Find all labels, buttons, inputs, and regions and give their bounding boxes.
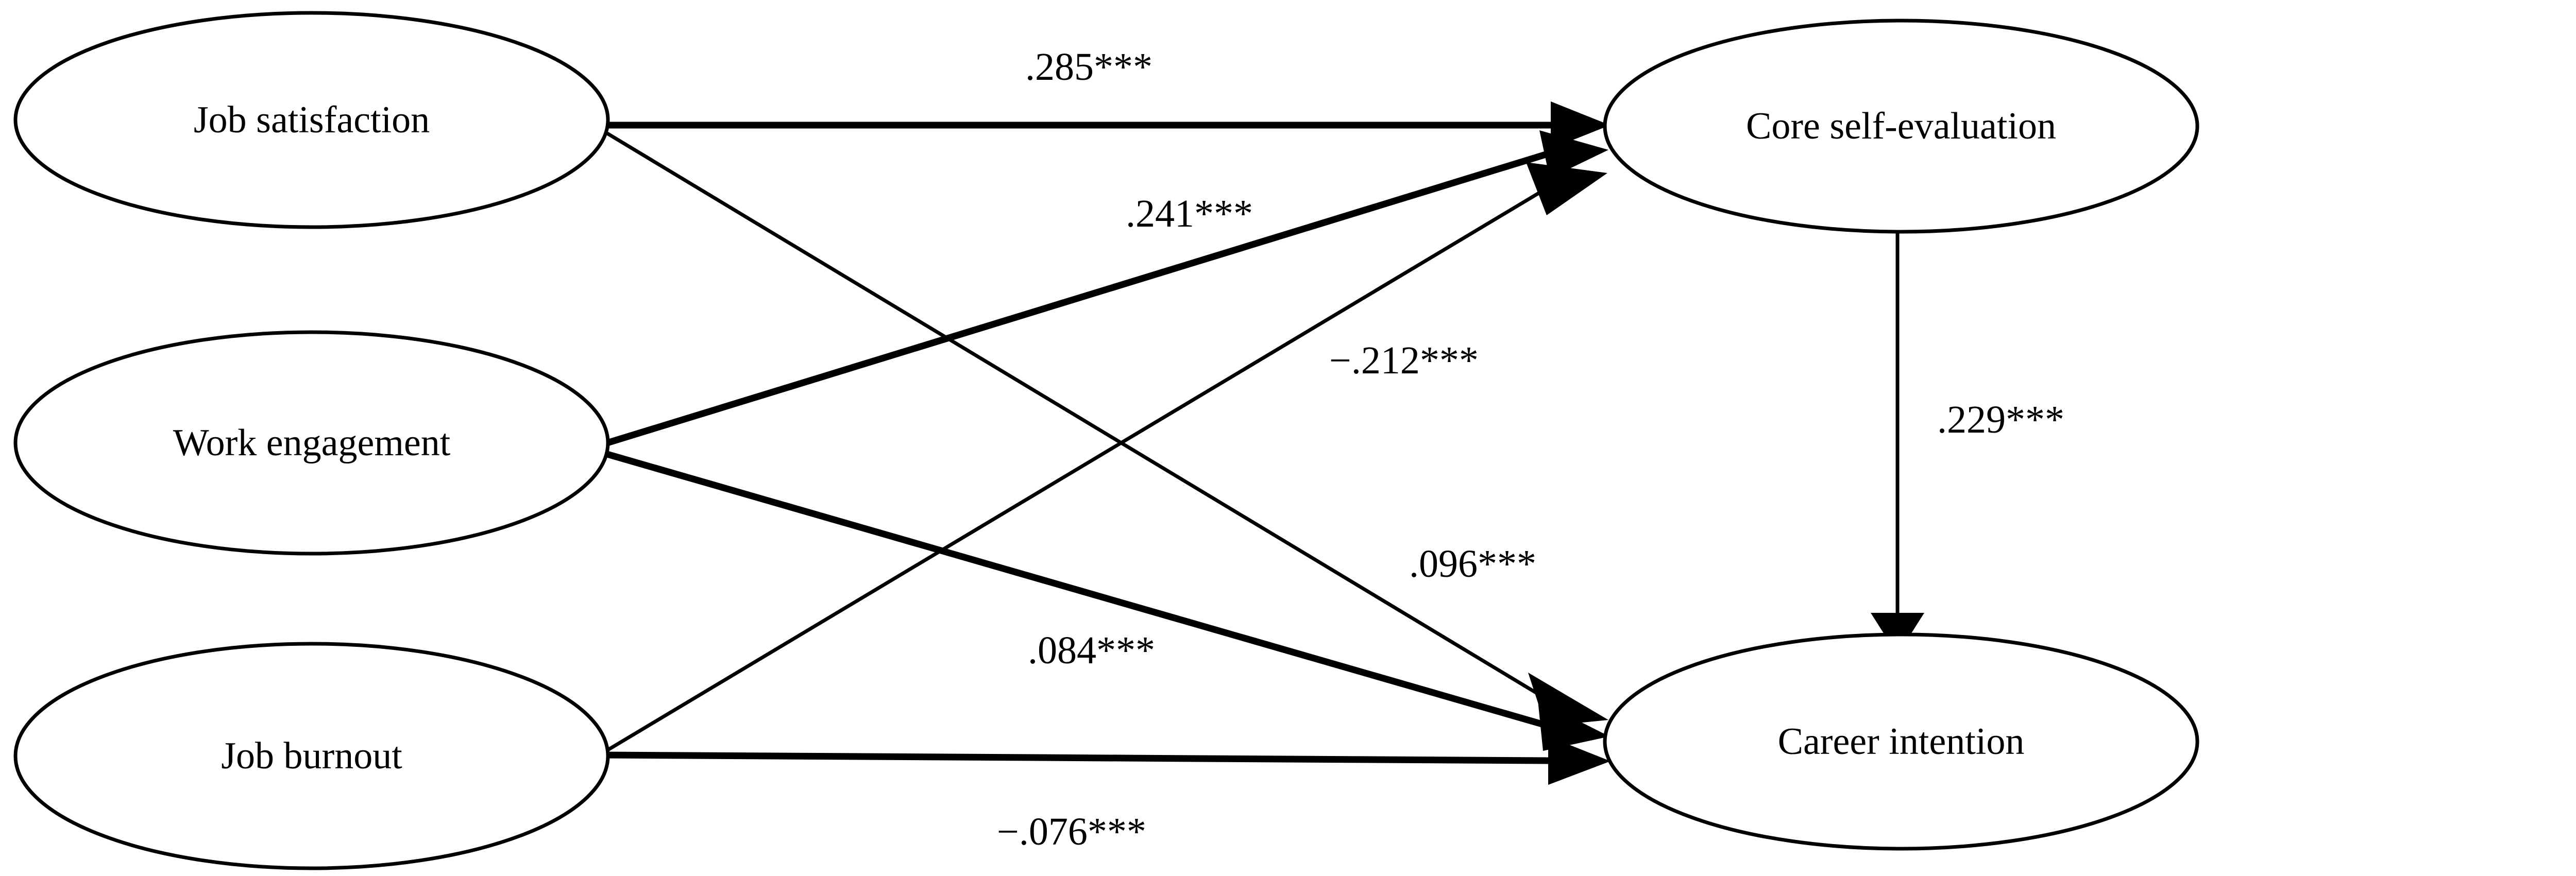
node-job-satisfaction[interactable]: Job satisfaction bbox=[13, 11, 610, 229]
edge-core-self-evaluation-to-career-intention bbox=[1871, 227, 1924, 655]
edge-line bbox=[603, 130, 1546, 699]
node-label-career-intention: Career intention bbox=[1778, 720, 2025, 763]
node-core-self-evaluation[interactable]: Core self-evaluation bbox=[1603, 19, 2199, 234]
arrow-head-icon bbox=[1538, 700, 1609, 751]
edge-line bbox=[601, 751, 1549, 764]
arrow-head-icon bbox=[1548, 736, 1611, 785]
coefficient-label-jb-ci: −.076*** bbox=[997, 810, 1146, 853]
edge-line bbox=[603, 151, 1547, 448]
node-ellipse bbox=[1603, 19, 2199, 234]
node-ellipse bbox=[1603, 632, 2199, 851]
node-label-job-burnout: Job burnout bbox=[221, 735, 402, 777]
edge-job-burnout-to-core-self-evaluation bbox=[602, 162, 1607, 755]
edge-job-burnout-to-career-intention bbox=[601, 736, 1611, 785]
coefficient-label-js-ci: .096*** bbox=[1409, 542, 1536, 586]
node-ellipse bbox=[13, 11, 610, 229]
coefficient-label-cse-ci: .229*** bbox=[1937, 398, 2064, 441]
node-work-engagement[interactable]: Work engagement bbox=[13, 330, 610, 556]
edge-line bbox=[602, 188, 1544, 755]
edge-work-engagement-to-career-intention bbox=[603, 450, 1609, 751]
node-ellipse bbox=[13, 642, 610, 870]
coefficient-label-jb-cse: −.212*** bbox=[1329, 339, 1479, 382]
edge-work-engagement-to-core-self-evaluation bbox=[603, 130, 1608, 448]
node-ellipse bbox=[13, 330, 610, 556]
coefficient-label-js-cse: .285*** bbox=[1025, 45, 1153, 89]
edge-job-satisfaction-to-core-self-evaluation bbox=[602, 101, 1610, 149]
arrow-head-icon bbox=[1526, 162, 1607, 215]
node-label-job-satisfaction: Job satisfaction bbox=[194, 99, 430, 141]
coefficient-label-we-cse: .241*** bbox=[1126, 192, 1253, 235]
node-label-work-engagement: Work engagement bbox=[173, 422, 451, 464]
arrow-head-icon bbox=[1539, 130, 1608, 178]
node-label-core-self-evaluation: Core self-evaluation bbox=[1746, 105, 2056, 147]
node-job-burnout[interactable]: Job burnout bbox=[13, 642, 610, 870]
arrow-head-icon bbox=[1551, 101, 1610, 149]
coefficient-label-we-ci: .084*** bbox=[1028, 629, 1155, 672]
edge-line bbox=[603, 450, 1547, 729]
node-career-intention[interactable]: Career intention bbox=[1603, 632, 2199, 851]
